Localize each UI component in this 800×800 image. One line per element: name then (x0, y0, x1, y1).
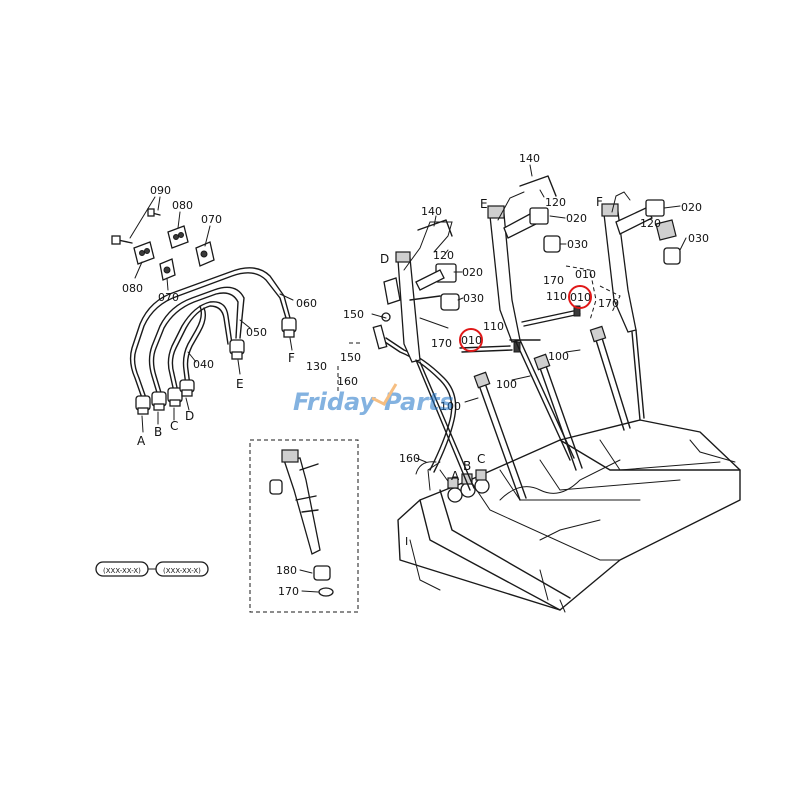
label-170-F: 170 (598, 297, 619, 310)
watermark-part1: Friday (293, 388, 376, 416)
label-020-E: 020 (566, 212, 587, 225)
engine-head (397, 419, 741, 613)
clamp-080-upper (167, 225, 189, 249)
label-080-lower: 080 (122, 282, 143, 295)
label-060: 060 (296, 297, 317, 310)
label-170-E: 170 (543, 274, 564, 287)
glow-plug-100-1 (473, 371, 527, 501)
label-030-D: 030 (463, 292, 484, 305)
pipe-end-B (151, 391, 167, 411)
label-030-F: 030 (688, 232, 709, 245)
label-pipe-C: C (170, 419, 178, 433)
label-120-right: 120 (640, 217, 661, 230)
label-head-B: B (463, 459, 471, 473)
label-020-D: 020 (462, 266, 483, 279)
label-010-E: 010 (570, 291, 591, 304)
label-injector-F: F (596, 195, 603, 209)
label-020-F: 020 (681, 201, 702, 214)
label-100-2: 100 (496, 378, 517, 391)
label-090: 090 (150, 184, 171, 197)
watermark-part2: Parts (384, 388, 454, 416)
label-070-lower: 070 (158, 291, 179, 304)
hose-150 (372, 324, 388, 350)
label-head-C: C (477, 452, 485, 466)
label-140-top: 140 (519, 152, 540, 165)
seat-030-D (440, 293, 460, 311)
detail-inset (249, 439, 359, 613)
label-140-left: 140 (421, 205, 442, 218)
label-110-D: 110 (483, 320, 504, 333)
highlight-010-left (459, 328, 483, 352)
label-150-b: 150 (340, 351, 361, 364)
washer-170 (318, 587, 334, 597)
pipe-end-C (167, 387, 183, 407)
glow-plug-100-2 (533, 353, 583, 471)
hint-pill-2: (XXX-XX-X) (163, 567, 201, 575)
label-080: 080 (172, 199, 193, 212)
label-pipe-E: E (236, 377, 244, 391)
pipe-end-F (281, 317, 297, 351)
injector-F (601, 191, 681, 333)
seat-030-E (543, 235, 561, 253)
glow-plug-100-3 (589, 325, 631, 431)
label-100-3: 100 (548, 350, 569, 363)
label-040: 040 (193, 358, 214, 371)
hint-pill-1: (XXX-XX-X) (103, 567, 141, 575)
label-150: 150 (343, 308, 364, 321)
label-010-D: 010 (461, 334, 482, 347)
label-050: 050 (246, 326, 267, 339)
label-110-E: 110 (546, 290, 567, 303)
label-070: 070 (201, 213, 222, 226)
injection-pipe-group (111, 196, 297, 433)
label-head-A: A (451, 469, 460, 483)
label-010-top: 010 (575, 268, 596, 281)
label-170-detail: 170 (278, 585, 299, 598)
label-injector-E: E (480, 197, 488, 211)
highlight-010-right (568, 285, 592, 309)
label-120-left: 120 (433, 249, 454, 262)
label-pipe-D: D (185, 409, 194, 423)
label-180: 180 (276, 564, 297, 577)
label-160: 160 (399, 452, 420, 465)
label-160-b: 160 (337, 375, 358, 388)
label-injector-D: D (380, 252, 389, 266)
label-pipe-A: A (137, 434, 146, 448)
engine-mark-1: I (405, 535, 408, 548)
label-030-E: 030 (567, 238, 588, 251)
clamp-070-lower (159, 258, 176, 281)
hint-pills: (XXX-XX-X) (XXX-XX-X) (95, 561, 209, 577)
pipe-end-D (179, 379, 195, 397)
watermark-logo: Friday Parts (293, 383, 454, 416)
seat-030-F (663, 247, 681, 265)
label-130: 130 (306, 360, 327, 373)
injector-D (383, 219, 460, 363)
label-170-D: 170 (431, 337, 452, 350)
label-100-1: 100 (440, 400, 461, 413)
bolt-090 (111, 208, 161, 245)
label-pipe-F: F (288, 351, 295, 365)
leak-off-pipe-110 (459, 305, 581, 353)
injector-E (487, 175, 561, 343)
clamp-080-lower (133, 241, 155, 265)
label-120-top: 120 (545, 196, 566, 209)
seat-180 (313, 565, 331, 581)
pipe-end-E (229, 339, 245, 375)
pipe-end-A (135, 395, 151, 415)
label-pipe-B: B (154, 425, 162, 439)
